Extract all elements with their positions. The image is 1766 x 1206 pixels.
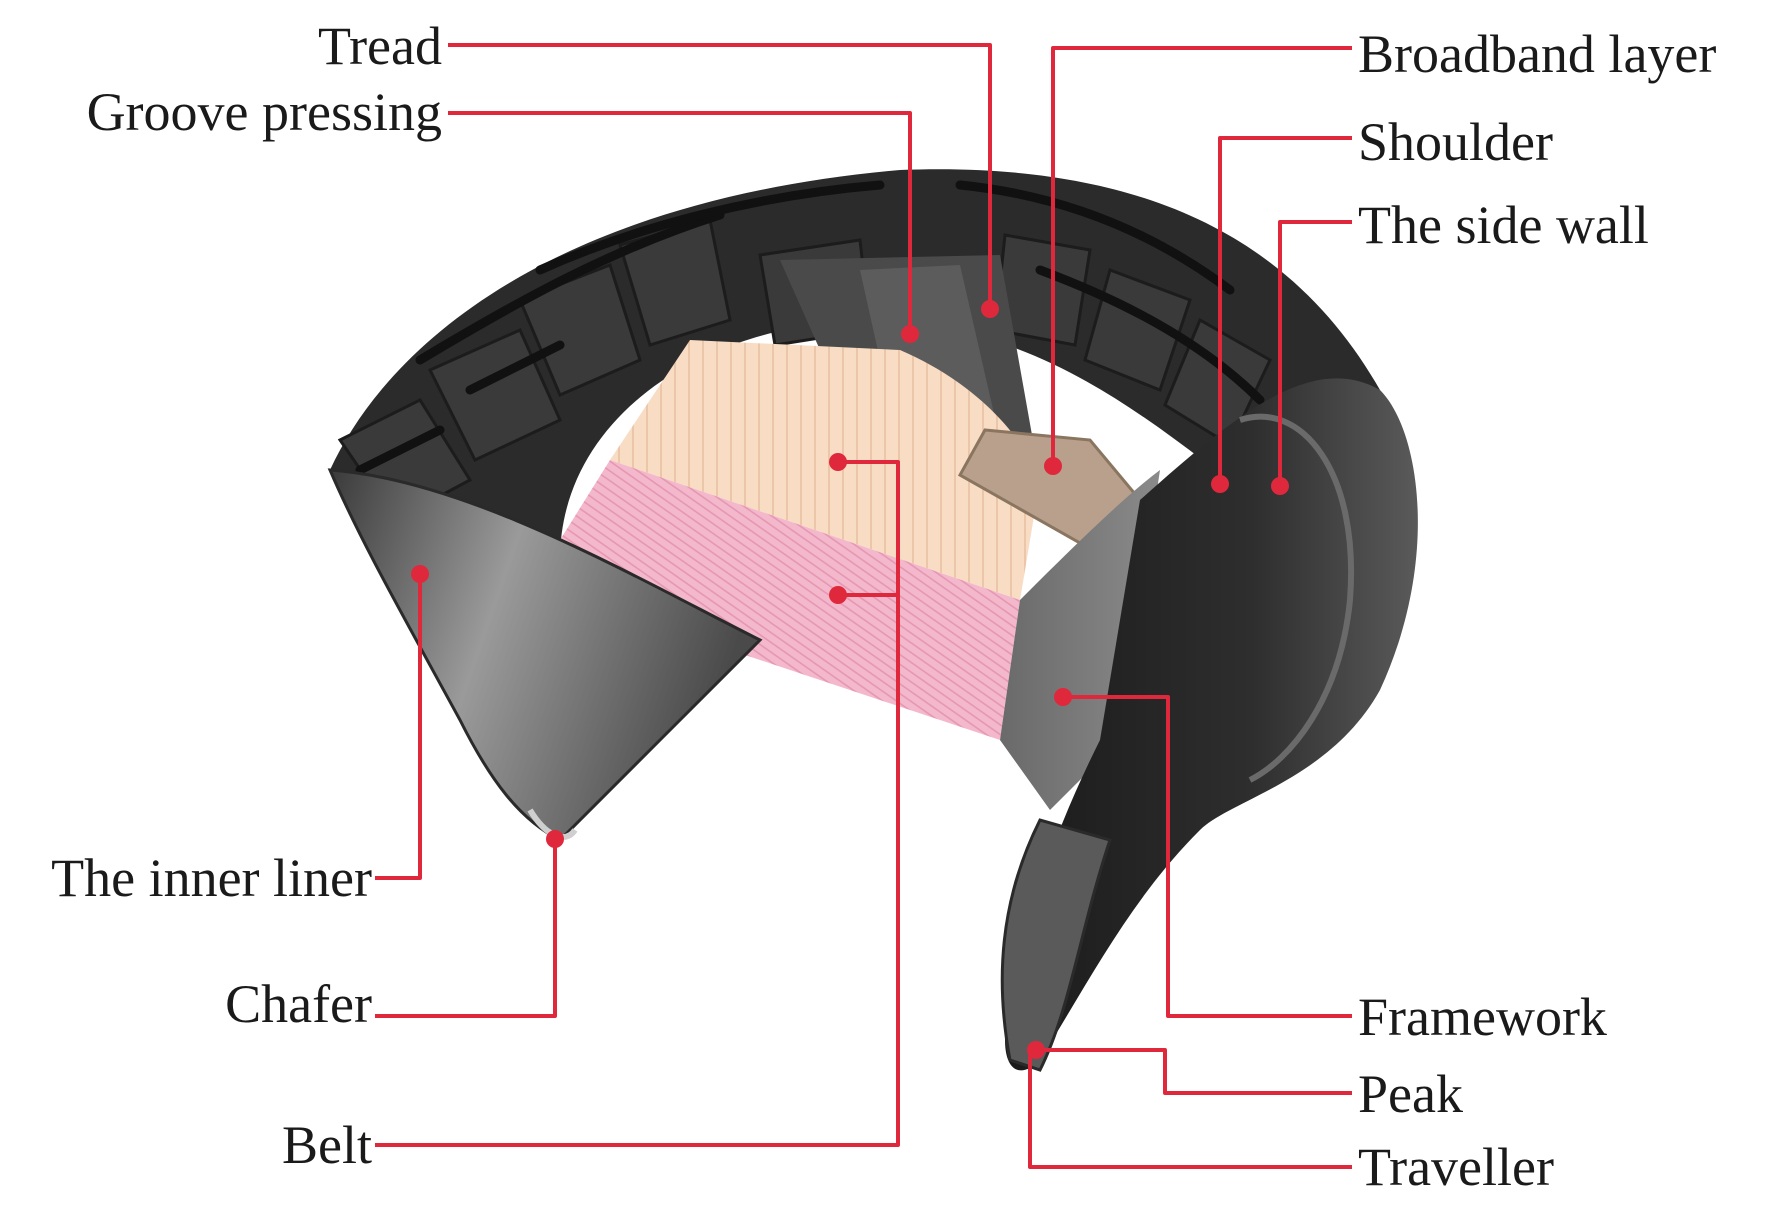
ply-layer xyxy=(560,460,1020,740)
dot-belt-upper xyxy=(829,453,847,471)
inner-liner-sheet xyxy=(327,468,763,842)
label-side-wall: The side wall xyxy=(1358,195,1649,255)
leader-chafer xyxy=(375,835,557,1018)
tread-grooves xyxy=(355,180,1265,475)
dot-shoulder xyxy=(1211,475,1229,493)
label-tread: Tread xyxy=(318,16,442,76)
leader-belt xyxy=(375,460,900,1147)
label-peak: Peak xyxy=(1358,1064,1463,1124)
dot-groove-pressing xyxy=(901,325,919,343)
dot-inner-liner xyxy=(411,565,429,583)
label-broadband-layer: Broadband layer xyxy=(1358,24,1716,84)
label-framework: Framework xyxy=(1358,987,1607,1047)
label-groove-pressing: Groove pressing xyxy=(87,82,442,142)
dot-peak xyxy=(1027,1041,1045,1059)
dot-tread xyxy=(981,300,999,318)
tire-illustration xyxy=(327,169,1418,1072)
leader-framework xyxy=(1063,695,1352,1018)
leader-broadband-layer xyxy=(1051,46,1352,462)
dot-belt-lower xyxy=(829,586,847,604)
leader-tread xyxy=(448,43,992,305)
dot-broadband-layer xyxy=(1044,457,1062,475)
anchor-dots xyxy=(411,300,1289,1059)
leader-groove-pressing xyxy=(448,111,912,330)
belt-layer xyxy=(610,340,1040,600)
labels: Tread Groove pressing Broadband layer Sh… xyxy=(51,16,1716,1197)
leader-shoulder xyxy=(1218,136,1352,480)
dot-side-wall xyxy=(1271,477,1289,495)
label-inner-liner: The inner liner xyxy=(51,848,372,908)
leader-side-wall xyxy=(1278,220,1352,482)
bead-edge xyxy=(1000,818,1112,1072)
leader-lines xyxy=(375,43,1352,1169)
sidewall-rim xyxy=(1239,413,1355,783)
leader-inner-liner xyxy=(375,570,422,880)
label-belt: Belt xyxy=(282,1115,372,1175)
leader-peak xyxy=(1036,1048,1352,1095)
dot-chafer xyxy=(546,830,564,848)
leader-traveller xyxy=(1028,1050,1352,1169)
label-traveller: Traveller xyxy=(1358,1137,1554,1197)
dot-framework xyxy=(1054,688,1072,706)
label-chafer: Chafer xyxy=(225,974,372,1034)
right-sidewall xyxy=(1005,378,1418,1071)
label-shoulder: Shoulder xyxy=(1358,112,1553,172)
